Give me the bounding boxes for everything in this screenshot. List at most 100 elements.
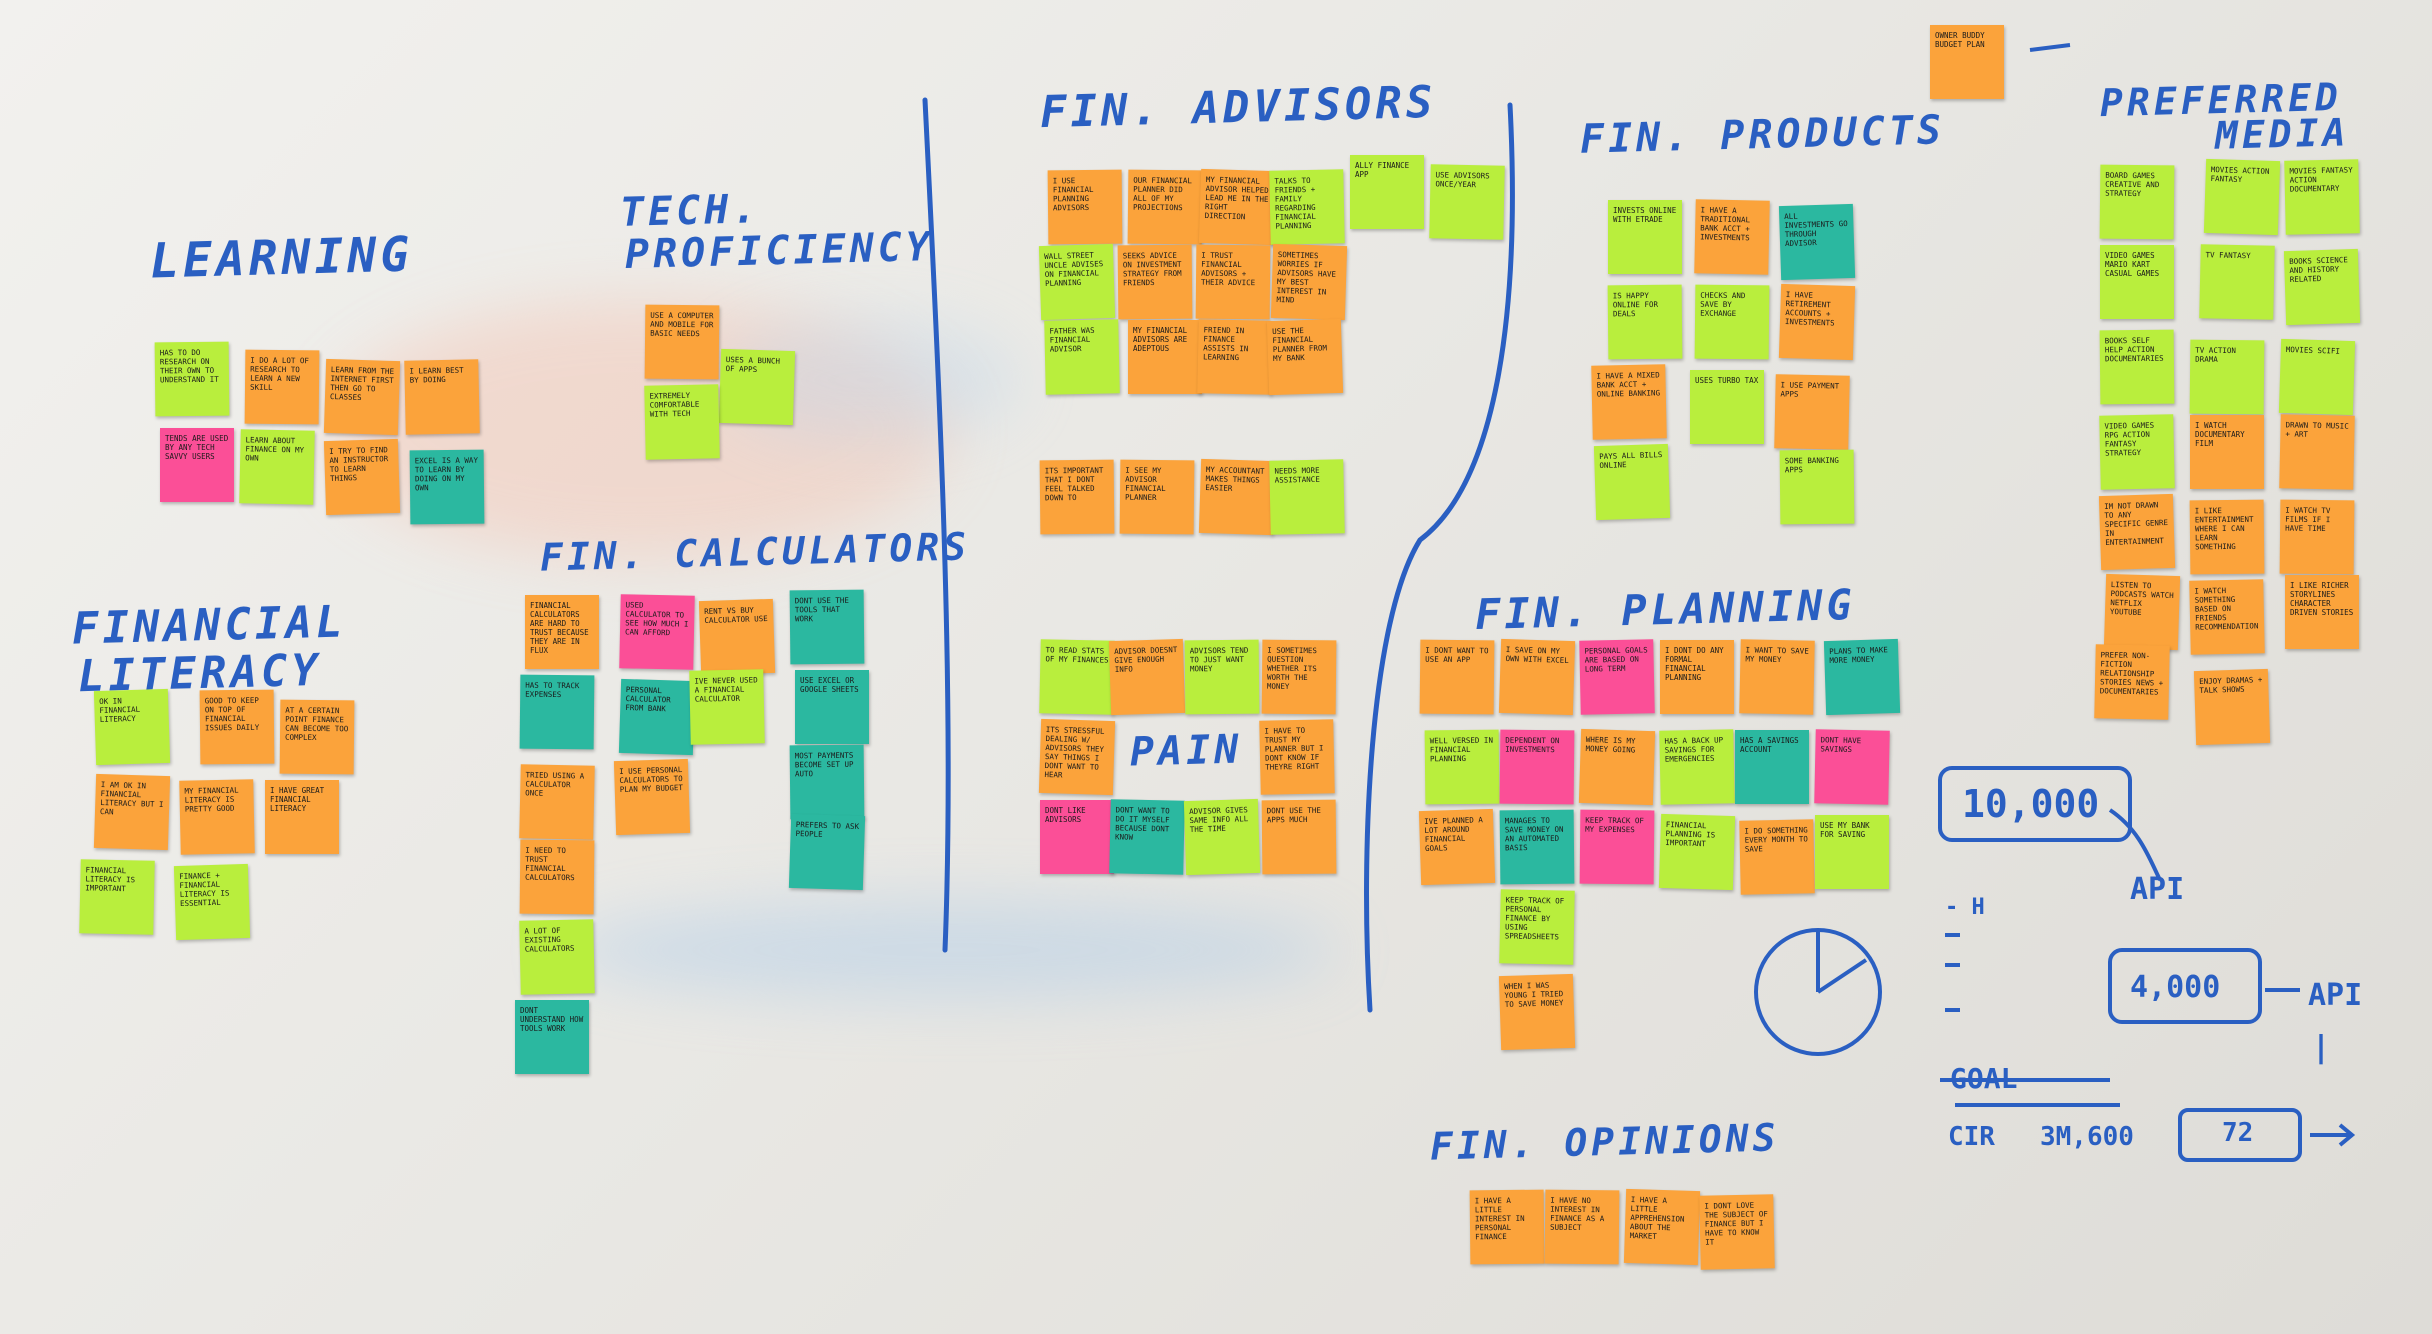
sticky-note: I SAVE ON MY OWN WITH EXCEL bbox=[1498, 638, 1576, 716]
heading-fin-products: FIN. PRODUCTS bbox=[1579, 107, 1946, 163]
sticky-note: I SEE MY ADVISOR FINANCIAL PLANNER bbox=[1119, 459, 1195, 535]
annotation-tick: - H bbox=[1945, 895, 1985, 920]
sticky-note: WHEN I WAS YOUNG I TRIED TO SAVE MONEY bbox=[1498, 973, 1576, 1051]
sticky-note: IM NOT DRAWN TO ANY SPECIFIC GENRE IN EN… bbox=[2098, 493, 2176, 571]
pie-slice bbox=[1816, 930, 1868, 994]
sticky-note: USE EXCEL OR GOOGLE SHEETS bbox=[795, 670, 869, 744]
sticky-note: OK IN FINANCIAL LITERACY bbox=[93, 688, 171, 766]
sticky-note: A LOT OF EXISTING CALCULATORS bbox=[519, 919, 595, 995]
sticky-note: LISTEN TO PODCASTS WATCH NETFLIX YOUTUBE bbox=[2103, 573, 2181, 651]
sticky-note: USE ADVISORS ONCE/YEAR bbox=[1429, 164, 1505, 240]
sticky-note: WALL STREET UNCLE ADVISES ON FINANCIAL P… bbox=[1038, 243, 1116, 321]
annotation-cir-value: 3M,600 bbox=[2040, 1122, 2134, 1152]
sticky-note: INVESTS ONLINE WITH ETRADE bbox=[1608, 200, 1682, 274]
sticky-note: OWNER BUDDY BUDGET PLAN bbox=[1930, 25, 2004, 99]
sticky-note: I LIKE ENTERTAINMENT WHERE I CAN LEARN S… bbox=[2189, 499, 2265, 575]
heading-fin-advisors: FIN. ADVISORS bbox=[1039, 76, 1437, 139]
annotation-mid-number: 4,000 bbox=[2130, 970, 2221, 1005]
sticky-note: VIDEO GAMES RPG ACTION FANTASY STRATEGY bbox=[2099, 414, 2175, 490]
sticky-note: EXCEL IS A WAY TO LEARN BY DOING ON MY O… bbox=[409, 449, 485, 525]
heading-fin-planning: FIN. PLANNING bbox=[1474, 580, 1857, 639]
sticky-note: I HAVE A TRADITIONAL BANK ACCT + INVESTM… bbox=[1694, 199, 1770, 275]
annotation-api-2: API bbox=[2308, 978, 2363, 1013]
sticky-note: I WATCH DOCUMENTARY FILM bbox=[2190, 415, 2264, 489]
sticky-note: SEEKS ADVICE ON INVESTMENT STRATEGY FROM… bbox=[1117, 244, 1193, 320]
sticky-note: I USE PAYMENT APPS bbox=[1774, 374, 1850, 450]
sticky-note: I DO A LOT OF RESEARCH TO LEARN A NEW SK… bbox=[244, 349, 320, 425]
sticky-note: KEEP TRACK OF MY EXPENSES bbox=[1579, 809, 1655, 885]
sticky-note: USE THE FINANCIAL PLANNER FROM MY BANK bbox=[1266, 318, 1344, 396]
heading-fin-opinions: FIN. OPINIONS bbox=[1429, 1115, 1780, 1169]
sticky-note: PREFER NON-FICTION RELATIONSHIP STORIES … bbox=[2094, 644, 2170, 720]
sticky-note: FRIEND IN FINANCE ASSISTS IN LEARNING bbox=[1197, 319, 1273, 395]
sticky-note: I DONT LOVE THE SUBJECT OF FINANCE BUT I… bbox=[1699, 1194, 1775, 1270]
sticky-note: WELL VERSED IN FINANCIAL PLANNING bbox=[1424, 729, 1500, 805]
sticky-note: MOST PAYMENTS BECOME SET UP AUTO bbox=[789, 744, 865, 820]
sticky-note: NEEDS MORE ASSISTANCE bbox=[1269, 459, 1345, 535]
sticky-note: BOARD GAMES CREATIVE AND STRATEGY bbox=[2099, 164, 2175, 240]
divider-line-left bbox=[922, 97, 951, 953]
number-box-mid bbox=[2108, 948, 2262, 1024]
sticky-note: LEARN ABOUT FINANCE ON MY OWN bbox=[239, 429, 315, 505]
sticky-note: FINANCIAL PLANNING IS IMPORTANT bbox=[1658, 813, 1736, 891]
sticky-note: PLANS TO MAKE MORE MONEY bbox=[1823, 638, 1901, 716]
sticky-note: I HAVE TO TRUST MY PLANNER BUT I DONT KN… bbox=[1259, 719, 1335, 795]
sticky-note: SOME BANKING APPS bbox=[1779, 449, 1855, 525]
sticky-note: I AM OK IN FINANCIAL LITERACY BUT I CAN bbox=[93, 773, 171, 851]
sticky-note: LEARN FROM THE INTERNET FIRST THEN GO TO… bbox=[323, 358, 401, 436]
sticky-note: DONT HAVE SAVINGS bbox=[1814, 729, 1890, 805]
annotation-big-number: 10,000 bbox=[1962, 782, 2100, 826]
sticky-note: IVE NEVER USED A FINANCIAL CALCULATOR bbox=[689, 669, 765, 745]
sticky-note: I TRY TO FIND AN INSTRUCTOR TO LEARN THI… bbox=[323, 438, 401, 516]
sticky-note: BOOKS SELF HELP ACTION DOCUMENTARIES bbox=[2099, 329, 2175, 405]
sticky-note: I NEED TO TRUST FINANCIAL CALCULATORS bbox=[519, 839, 595, 915]
sticky-note: KEEP TRACK OF PERSONAL FINANCE BY USING … bbox=[1499, 889, 1575, 965]
sticky-note: I SOMETIMES QUESTION WHETHER ITS WORTH T… bbox=[1261, 639, 1337, 715]
sticky-note: MOVIES SCIFI bbox=[2278, 338, 2356, 416]
sticky-note: DONT LIKE ADVISORS bbox=[1040, 800, 1114, 874]
sticky-note: PAYS ALL BILLS ONLINE bbox=[1593, 443, 1671, 521]
sticky-note: RENT VS BUY CALCULATOR USE bbox=[698, 598, 776, 676]
sticky-note: USED CALCULATOR TO SEE HOW MUCH I CAN AF… bbox=[619, 594, 695, 670]
sticky-note: I USE PERSONAL CALCULATORS TO PLAN MY BU… bbox=[613, 758, 691, 836]
blue-smudge bbox=[560, 900, 1340, 1000]
sticky-note: I TRUST FINANCIAL ADVISORS + THEIR ADVIC… bbox=[1195, 244, 1271, 320]
sticky-note: I DO SOMETHING EVERY MONTH TO SAVE bbox=[1739, 819, 1815, 895]
sticky-note: ALLY FINANCE APP bbox=[1350, 155, 1424, 229]
heading-preferred-2: MEDIA bbox=[2214, 110, 2350, 158]
sticky-note: VIDEO GAMES MARIO KART CASUAL GAMES bbox=[2100, 245, 2174, 319]
annotation-api-1: API bbox=[2130, 872, 2185, 907]
sticky-note: MY FINANCIAL ADVISORS ARE ADEPTOUS bbox=[1128, 320, 1202, 394]
number-box-large bbox=[1938, 766, 2132, 842]
sticky-note: I HAVE NO INTEREST IN FINANCE AS A SUBJE… bbox=[1544, 1189, 1620, 1265]
sticky-note: I WATCH SOMETHING BASED ON FRIENDS RECOM… bbox=[2189, 579, 2265, 655]
sticky-note: DONT USE THE TOOLS THAT WORK bbox=[789, 589, 865, 665]
sticky-note: MANAGES TO SAVE MONEY ON AN AUTOMATED BA… bbox=[1499, 809, 1575, 885]
sticky-note: HAS TO DO RESEARCH ON THEIR OWN TO UNDER… bbox=[154, 341, 230, 417]
sticky-note: ENJOY DRAMAS + TALK SHOWS bbox=[2193, 668, 2271, 746]
sticky-note: USES TURBO TAX bbox=[1690, 370, 1764, 444]
sticky-note: I LEARN BEST BY DOING bbox=[404, 359, 480, 435]
sticky-note: I HAVE RETIREMENT ACCOUNTS + INVESTMENTS bbox=[1778, 283, 1856, 361]
sticky-note: FINANCIAL CALCULATORS ARE HARD TO TRUST … bbox=[525, 595, 599, 669]
sticky-note: WHERE IS MY MONEY GOING bbox=[1578, 728, 1656, 806]
sticky-note: I WANT TO SAVE MY MONEY bbox=[1739, 639, 1815, 715]
sticky-note: GOOD TO KEEP ON TOP OF FINANCIAL ISSUES … bbox=[199, 689, 275, 765]
sticky-note: TV FANTASY bbox=[2199, 244, 2275, 320]
sticky-note: I HAVE GREAT FINANCIAL LITERACY bbox=[265, 780, 339, 854]
sticky-note: FINANCE + FINANCIAL LITERACY IS ESSENTIA… bbox=[173, 863, 251, 941]
sticky-note: EXTREMELY COMFORTABLE WITH TECH bbox=[644, 384, 720, 460]
arrow-line bbox=[1945, 933, 2120, 1107]
sticky-note: DONT WANT TO DO IT MYSELF BECAUSE DONT K… bbox=[1109, 799, 1185, 875]
annotation-mark: | bbox=[2312, 1030, 2331, 1065]
sticky-note: PERSONAL GOALS ARE BASED ON LONG TERM bbox=[1579, 639, 1655, 715]
sticky-note: I DONT DO ANY FORMAL FINANCIAL PLANNING bbox=[1660, 640, 1734, 714]
sticky-note: CHECKS AND SAVE BY EXCHANGE bbox=[1694, 284, 1770, 360]
sticky-note: I LIKE RICHER STORYLINES CHARACTER DRIVE… bbox=[2285, 575, 2359, 649]
sticky-note: I USE FINANCIAL PLANNING ADVISORS bbox=[1047, 169, 1123, 245]
heading-learning: LEARNING bbox=[149, 226, 414, 290]
sticky-note: MOVIES ACTION FANTASY bbox=[2203, 158, 2281, 236]
sticky-note: FATHER WAS FINANCIAL ADVISOR bbox=[1044, 319, 1120, 395]
sticky-note: TRIED USING A CALCULATOR ONCE bbox=[519, 764, 595, 840]
